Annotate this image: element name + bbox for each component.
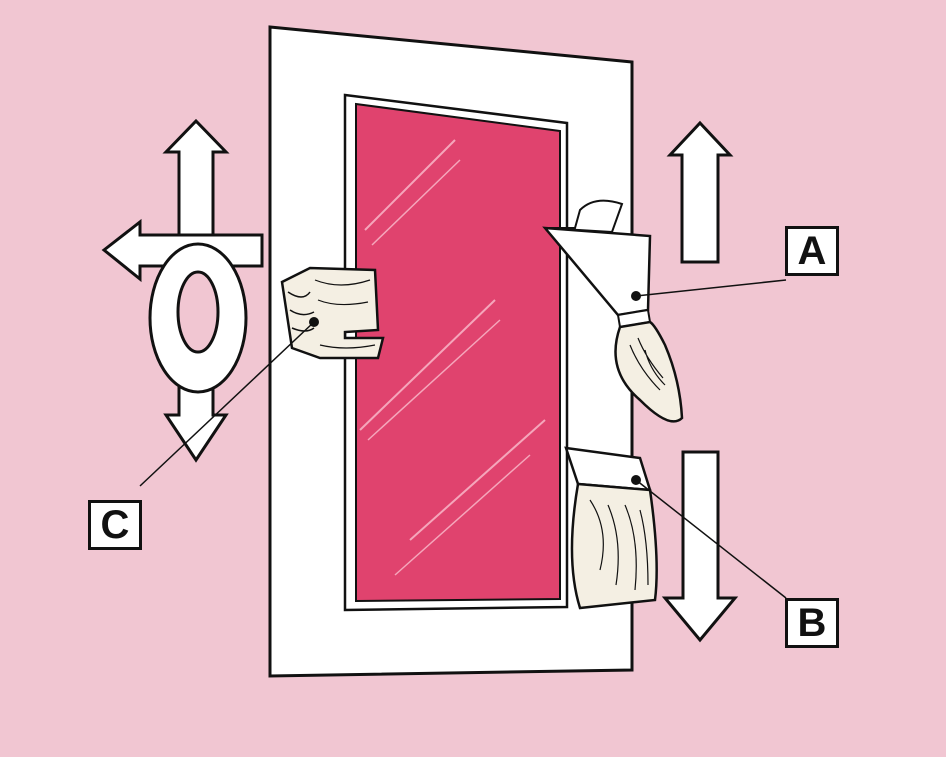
flat-brush-icon: [566, 448, 657, 608]
arrow-down-icon: [665, 452, 735, 640]
circular-motion-icon: [150, 244, 246, 392]
glass-pane: [356, 104, 560, 601]
arrow-up-icon: [670, 123, 730, 262]
label-b: B: [785, 598, 839, 648]
label-c: C: [88, 500, 142, 550]
brush-end-icon: [282, 268, 383, 358]
label-a: A: [785, 226, 839, 276]
